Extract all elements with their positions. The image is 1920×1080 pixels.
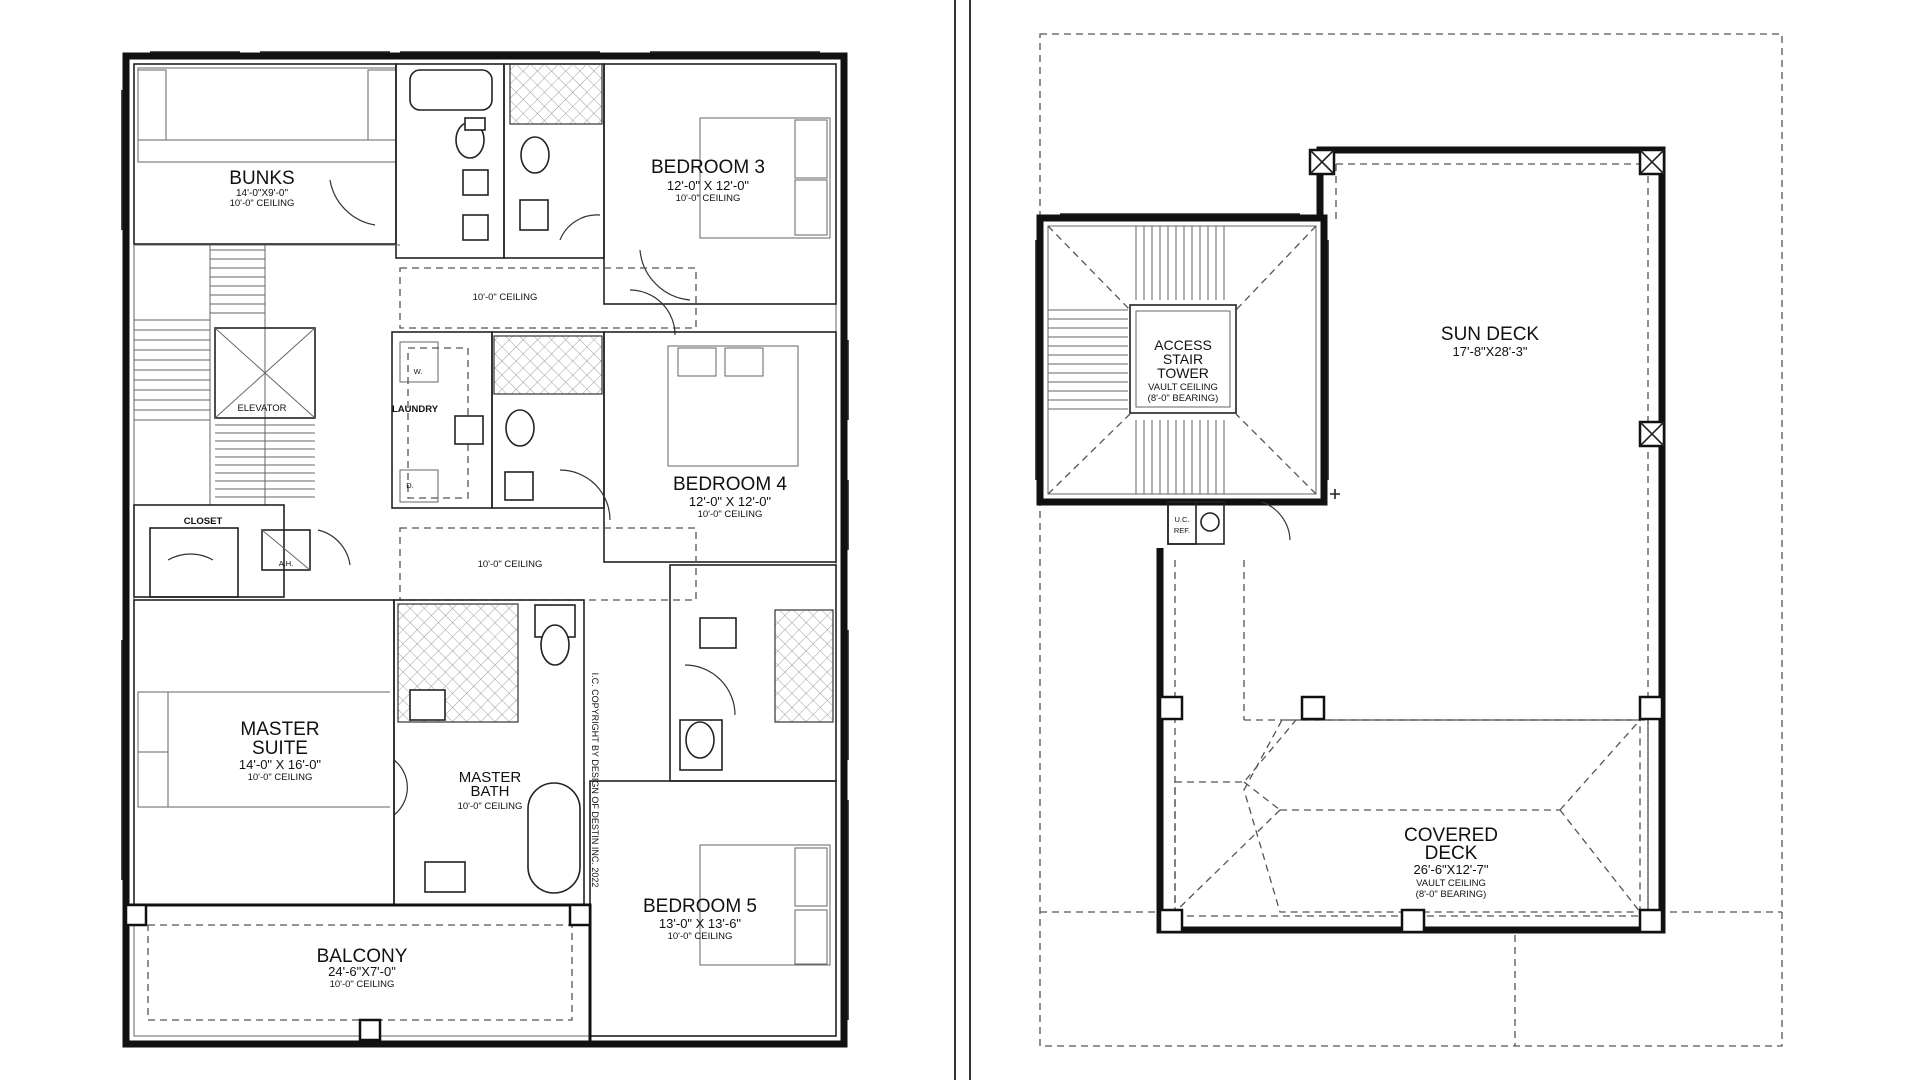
room-label-covered-deck-1: COVERED xyxy=(1404,825,1498,846)
room-ceiling-master-suite: 10'-0" CEILING xyxy=(248,772,313,783)
dryer-label: D. xyxy=(406,481,414,490)
room-bearing-covered-deck: (8'-0" BEARING) xyxy=(1416,889,1487,900)
room-label-master-bath-1: MASTER xyxy=(459,769,522,786)
room-ceiling-bedroom-3: 10'-0" CEILING xyxy=(676,193,741,204)
deck-posts xyxy=(1158,148,1666,934)
copyright-note: I.C. COPYRIGHT BY DESIGN OF DESTIN INC. … xyxy=(590,673,600,888)
room-ceiling-bunks: 10'-0" CEILING xyxy=(230,198,295,209)
closet-label: CLOSET xyxy=(184,516,223,527)
room-ceiling-bedroom-5: 10'-0" CEILING xyxy=(668,931,733,942)
second-floor-plan xyxy=(121,51,849,1048)
room-label-stair-tower-2: STAIR xyxy=(1163,351,1203,367)
laundry-label: LAUNDRY xyxy=(392,404,439,415)
room-dim-sun-deck: 17'-8"X28'-3" xyxy=(1453,344,1528,359)
hall-ceiling-mid: 10'-0" CEILING xyxy=(478,559,543,570)
room-label-bedroom-4: BEDROOM 4 xyxy=(673,474,787,495)
room-label-master-bath-2: BATH xyxy=(471,783,510,800)
room-dim-covered-deck: 26'-6"X12'-7" xyxy=(1414,862,1489,877)
room-label-sun-deck: SUN DECK xyxy=(1441,324,1540,345)
room-label-covered-deck-2: DECK xyxy=(1425,843,1478,864)
roof-deck-plan xyxy=(1035,33,1783,1047)
room-ceiling-master-bath: 10'-0" CEILING xyxy=(458,801,523,812)
uc-ref-label-1: U.C. xyxy=(1175,515,1190,524)
room-label-stair-tower-3: TOWER xyxy=(1157,365,1209,381)
room-label-master-suite-1: MASTER xyxy=(240,719,319,740)
room-ceiling-bedroom-4: 10'-0" CEILING xyxy=(698,509,763,520)
room-dim-bedroom-5: 13'-0" X 13'-6" xyxy=(659,916,742,931)
room-label-stair-tower-1: ACCESS xyxy=(1154,337,1212,353)
room-dim-bedroom-3: 12'-0" X 12'-0" xyxy=(667,178,750,193)
uc-ref-label-2: REF. xyxy=(1174,526,1190,535)
room-label-bedroom-5: BEDROOM 5 xyxy=(643,896,757,917)
room-ceiling-covered-deck: VAULT CEILING xyxy=(1416,878,1486,889)
elevator-label: ELEVATOR xyxy=(237,403,286,414)
hall-ceiling-top: 10'-0" CEILING xyxy=(473,292,538,303)
room-dim-balcony: 24'-6"X7'-0" xyxy=(328,964,396,979)
room-label-bedroom-3: BEDROOM 3 xyxy=(651,157,765,178)
room-dim-bunks: 14'-0"X9'-0" xyxy=(236,188,289,199)
room-ceiling-balcony: 10'-0" CEILING xyxy=(330,979,395,990)
room-bearing-stair-tower: (8'-0" BEARING) xyxy=(1148,393,1219,404)
room-label-balcony: BALCONY xyxy=(317,946,408,967)
room-dim-bedroom-4: 12'-0" X 12'-0" xyxy=(689,494,772,509)
room-dim-master-suite: 14'-0" X 16'-0" xyxy=(239,757,322,772)
washer-label: W. xyxy=(414,367,423,376)
room-ceiling-stair-tower: VAULT CEILING xyxy=(1148,382,1218,393)
room-label-bunks: BUNKS xyxy=(229,168,294,189)
air-handler-label: A.H. xyxy=(279,559,294,568)
room-label-master-suite-2: SUITE xyxy=(252,738,308,759)
